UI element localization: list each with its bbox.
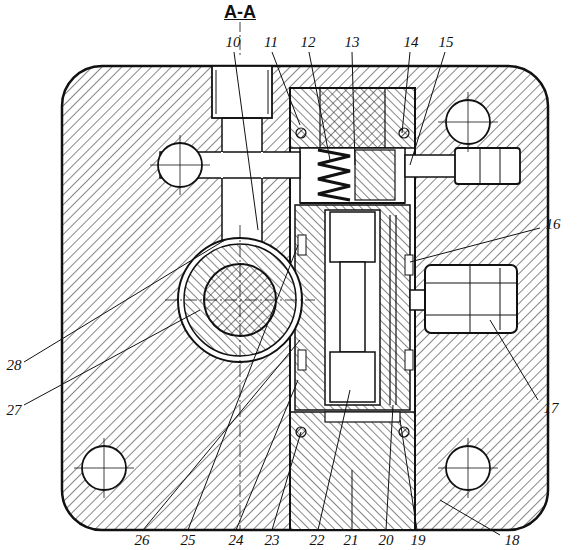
callout-number: 21: [344, 533, 359, 548]
spring-chamber: [300, 148, 405, 203]
callout-number: 27: [7, 403, 22, 418]
fitting: [425, 265, 517, 333]
callout-number: 18: [505, 533, 520, 548]
fitting: [455, 148, 520, 184]
spool-neck: [340, 262, 365, 352]
channel: [405, 155, 460, 177]
housing: [62, 66, 548, 530]
callout-number: 19: [411, 533, 426, 548]
spool-land: [330, 352, 375, 402]
callout-number: 22: [310, 533, 325, 548]
sleeve: [295, 205, 410, 410]
callout-number: 12: [301, 35, 316, 50]
callout-number: 13: [345, 35, 360, 50]
callout-number: 20: [379, 533, 394, 548]
centre-lines: [74, 92, 498, 498]
leader-lines: [24, 52, 540, 535]
cover: [290, 88, 415, 148]
spring: [318, 150, 350, 200]
callout-number: 11: [264, 35, 278, 50]
section-title: A-A: [224, 3, 256, 21]
o-ring: [399, 128, 409, 138]
callout-number: 16: [546, 217, 561, 232]
callout-number: 28: [7, 358, 22, 373]
callout-number: 24: [229, 533, 244, 548]
callout-number: 10: [226, 35, 241, 50]
callout-number: 14: [404, 35, 419, 50]
spool-bore: [325, 210, 380, 405]
callout-number: 15: [439, 35, 454, 50]
o-ring: [399, 427, 409, 437]
bore: [290, 88, 415, 530]
callout-number: 25: [181, 533, 196, 548]
spring-seat: [355, 150, 395, 200]
bottom-plug: [290, 412, 415, 530]
spool-land: [330, 212, 375, 262]
bolt-holes: [82, 100, 490, 490]
callout-number: 17: [544, 401, 559, 416]
plug: [320, 88, 385, 148]
callout-number: 26: [135, 533, 150, 548]
callout-number: 23: [265, 533, 280, 548]
o-ring: [296, 128, 306, 138]
